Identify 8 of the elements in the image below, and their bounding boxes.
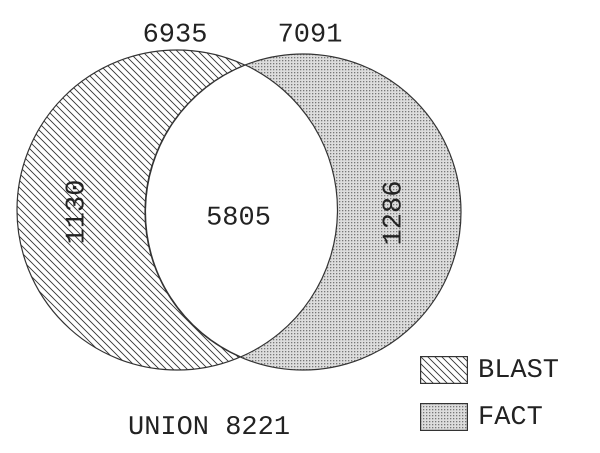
set-total: 6935 — [142, 22, 208, 50]
set-total: 7091 — [278, 22, 342, 50]
legend-label: BLAST — [478, 358, 560, 385]
union-note: UNION 8221 — [128, 415, 290, 442]
overlap-count: 5805 — [206, 206, 271, 233]
legend-label: FACT — [478, 405, 543, 432]
exclusive-count: 1130 — [64, 180, 92, 244]
exclusive-count: 1286 — [382, 180, 408, 246]
